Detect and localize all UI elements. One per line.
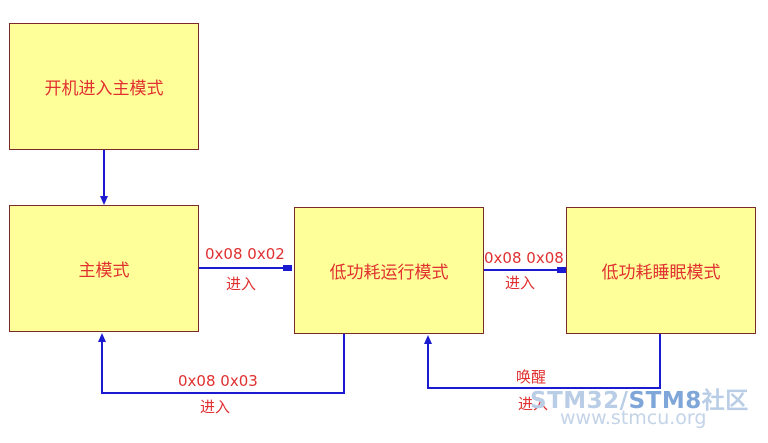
- state-main-box: 主模式: [9, 205, 199, 332]
- edge-main-to-run-code: 0x08 0x02: [205, 245, 285, 263]
- edge-sleep-to-run: [427, 334, 661, 389]
- edge-main-to-run-action: 进入: [226, 275, 257, 293]
- edge-run-to-main-action: 进入: [200, 398, 231, 416]
- arrowhead-startup-to-main: [100, 196, 108, 205]
- state-low-power-run-box: 低功耗运行模式: [294, 207, 484, 334]
- edge-run-to-main: [101, 334, 345, 394]
- arrowhead-sleep-to-run: [424, 335, 432, 344]
- arrowhead-run-to-sleep: [557, 267, 566, 273]
- watermark-url: www.stmcu.org: [560, 407, 707, 429]
- edge-run-to-main-code: 0x08 0x03: [178, 372, 258, 390]
- edge-sleep-to-run-event: 唤醒: [516, 368, 547, 386]
- arrowhead-run-to-main: [98, 333, 106, 342]
- edge-run-to-sleep-code: 0x08 0x08: [484, 249, 564, 267]
- watermark-brand-part2: STM8: [628, 388, 702, 414]
- state-low-power-sleep-box: 低功耗睡眠模式: [566, 207, 756, 334]
- watermark-brand-part3: 社区: [701, 388, 749, 414]
- state-low-power-run-label: 低功耗运行模式: [329, 263, 449, 283]
- watermark-logo: STM32/STM8社区: [530, 381, 749, 415]
- state-startup-label: 开机进入主模式: [44, 79, 164, 99]
- state-low-power-sleep-label: 低功耗睡眠模式: [601, 263, 721, 283]
- state-startup-box: 开机进入主模式: [9, 23, 199, 150]
- edge-run-to-sleep-action: 进入: [505, 274, 536, 292]
- edge-sleep-to-run-action: 进入: [518, 395, 549, 413]
- state-main-label: 主模式: [78, 261, 130, 281]
- arrowhead-main-to-run: [283, 265, 292, 271]
- watermark-brand-part1: STM32/: [530, 388, 629, 414]
